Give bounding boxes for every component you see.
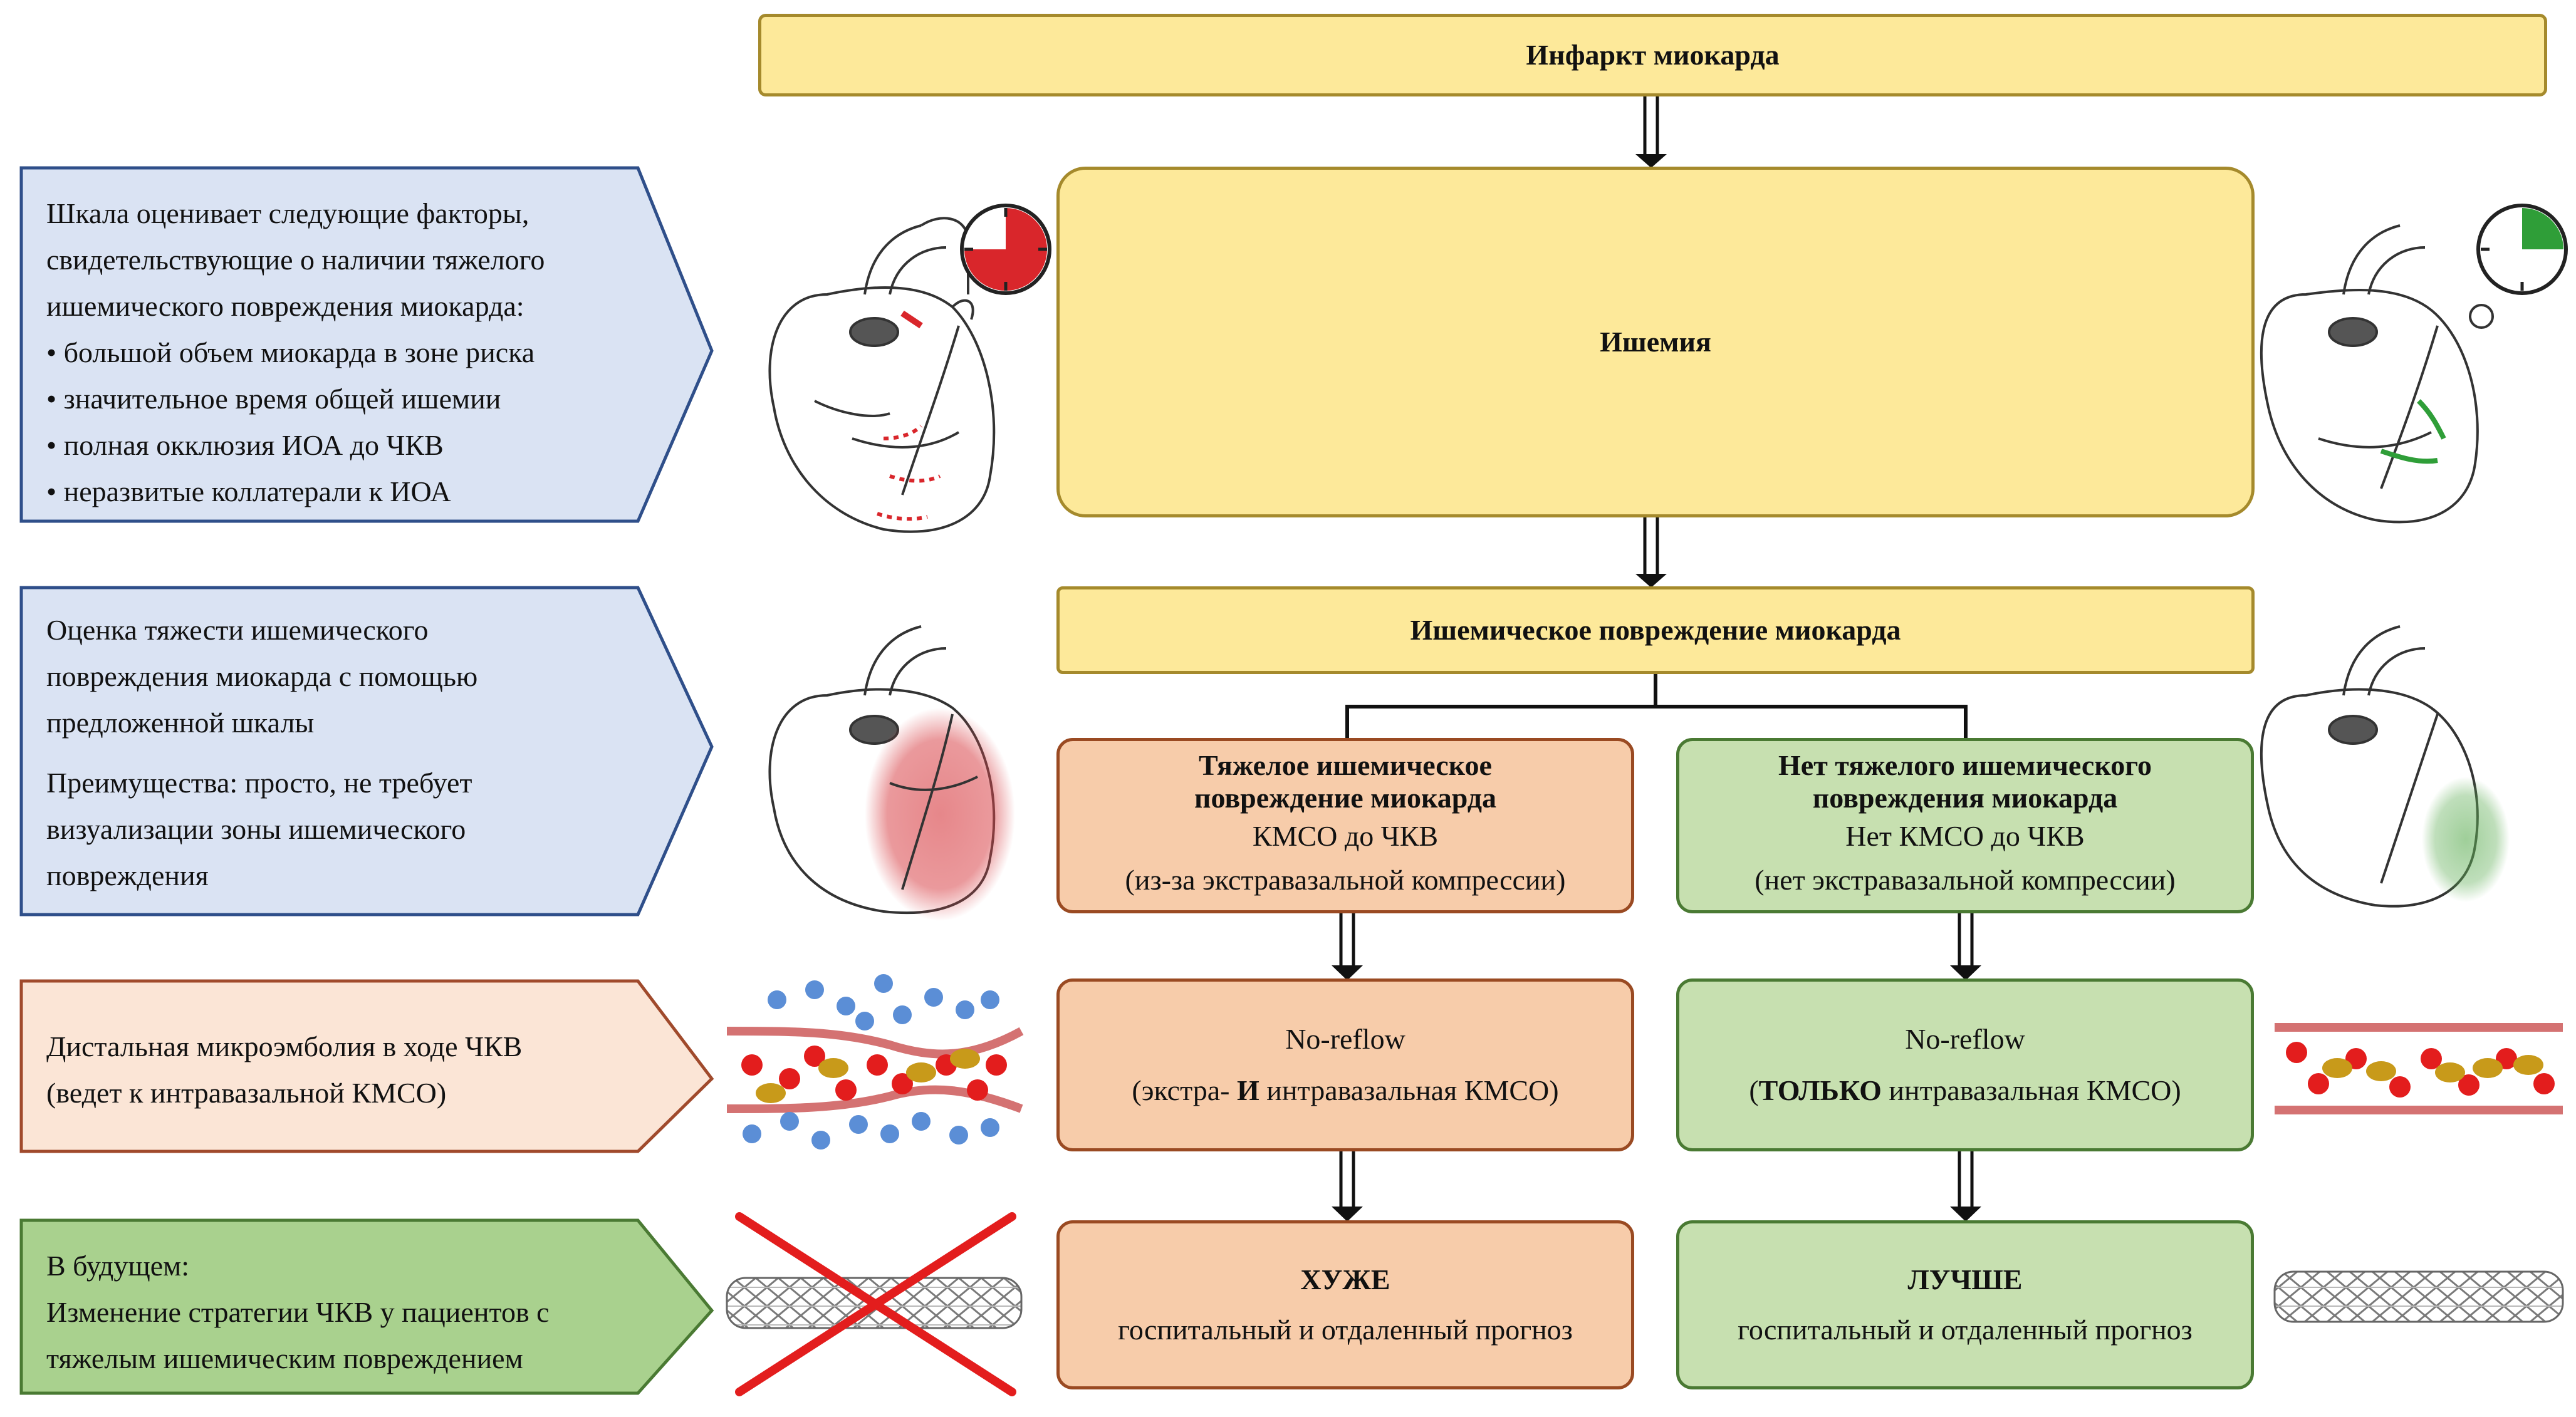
panel-text: (ведет к интравазальной КМСО) [46,1077,447,1109]
panel-microembolism: Дистальная микроэмболия в ходе ЧКВ (веде… [21,1015,648,1125]
vessel-icon [726,974,1024,1150]
panel-bullet: • неразвитые коллатерали к ИОА [46,475,451,507]
ischemia-title: Ишемия [1600,326,1711,358]
heart-icon [768,625,1015,921]
panel-text: тяжелым ишемическим повреждением [46,1342,523,1374]
outcome-better-sub: госпитальный и отдаленный прогноз [1738,1314,2193,1346]
clock-icon [960,204,1051,295]
ischemia-box: Ишемия [1056,167,2255,517]
outcome-worse-title: ХУЖЕ [1300,1264,1390,1295]
outcome-worse-box: ХУЖЕ госпитальный и отдаленный прогноз [1056,1220,1634,1389]
outcome-worse-sub: госпитальный и отдаленный прогноз [1118,1314,1573,1346]
panel-text: визуализации зоны ишемического [46,813,466,845]
severe-title-line2: повреждение миокарда [1194,782,1497,814]
nr-left-post: интравазальная КМСО) [1266,1074,1559,1106]
heart-icon [768,217,996,533]
panel-text: свидетельствующие о наличии тяжелого [46,244,545,276]
noreflow-left-desc: (экстра- И интравазальная КМСО) [1132,1069,1558,1113]
panel-text: Оценка тяжести ишемического [46,614,429,646]
severe-reason: (из-за экстравазальной компрессии) [1125,864,1566,896]
heart-icon [2260,625,2510,908]
panel-future: В будущем: Изменение стратегии ЧКВ у пац… [21,1234,648,1391]
clock-icon [2476,204,2568,295]
panel-text: предложенной шкалы [46,707,315,739]
panel-text: В будущем: [46,1250,190,1282]
panel-text: Преимущества: просто, не требует [46,767,472,799]
nr-left-pre: (экстра- [1132,1074,1230,1106]
nosevere-title-line2: повреждения миокарда [1812,782,2118,814]
outcome-better-title: ЛУЧШЕ [1907,1264,2023,1295]
injury-box: Ишемическое повреждение миокарда [1056,586,2255,674]
severe-injury-box: Тяжелое ишемическое повреждение миокарда… [1056,738,1634,913]
outcome-better-box: ЛУЧШЕ госпитальный и отдаленный прогноз [1676,1220,2254,1389]
panel-text: повреждения миокарда с помощью [46,660,478,692]
panel-text: Шкала оценивает следующие факторы, [46,197,529,229]
mi-box: Инфаркт миокарда [758,14,2547,96]
heart-icon [2260,224,2494,524]
panel-microembolism-shape [19,979,714,1153]
vessel-icon [2275,1023,2563,1114]
noreflow-right-box: No-reflow (ТОЛЬКО интравазальная КМСО) [1676,978,2254,1151]
noreflow-left-box: No-reflow (экстра- И интравазальная КМСО… [1056,978,1634,1151]
panel-scale-factors: Шкала оценивает следующие факторы, свиде… [21,182,648,524]
nosevere-cmso: Нет КМСО до ЧКВ [1845,820,2085,852]
nr-right-open: ( [1749,1074,1759,1106]
nosevere-title-line1: Нет тяжелого ишемического [1778,749,2152,781]
mi-title: Инфаркт миокарда [1526,39,1780,71]
panel-bullet: • большой объем миокарда в зоне риска [46,336,535,368]
severe-injury-title: Тяжелое ишемическое повреждение миокарда [1194,749,1496,814]
cross-icon [735,1212,1016,1396]
panel-assessment-shape [19,586,714,916]
panel-text: ишемического повреждения миокарда: [46,290,524,322]
injury-title: Ишемическое повреждение миокарда [1410,614,1901,646]
nr-right-post: интравазальная КМСО) [1889,1074,2181,1106]
no-severe-injury-title: Нет тяжелого ишемического повреждения ми… [1778,749,2152,814]
panel-text: повреждения [46,859,209,891]
noreflow-right-title: No-reflow [1905,1023,2025,1055]
panel-text: Изменение стратегии ЧКВ у пациентов с [46,1296,550,1328]
severe-title-line1: Тяжелое ишемическое [1199,749,1492,781]
panel-bullet: • значительное время общей ишемии [46,383,501,415]
nr-right-bold: ТОЛЬКО [1758,1074,1882,1106]
no-severe-injury-box: Нет тяжелого ишемического повреждения ми… [1676,738,2254,913]
stent-icon [2273,1270,2564,1323]
panel-bullet: • полная окклюзия ИОА до ЧКВ [46,429,444,461]
panel-text: Дистальная микроэмболия в ходе ЧКВ [46,1030,523,1062]
nosevere-reason: (нет экстравазальной компрессии) [1755,864,2176,896]
panel-assessment: Оценка тяжести ишемического повреждения … [21,598,648,908]
panel-scale-factors-shape [19,166,714,523]
nr-left-bold: И [1237,1074,1259,1106]
noreflow-left-title: No-reflow [1285,1023,1405,1055]
noreflow-right-desc: (ТОЛЬКО интравазальная КМСО) [1749,1069,2181,1113]
severe-cmso: КМСО до ЧКВ [1252,820,1439,852]
panel-future-shape [19,1218,714,1395]
